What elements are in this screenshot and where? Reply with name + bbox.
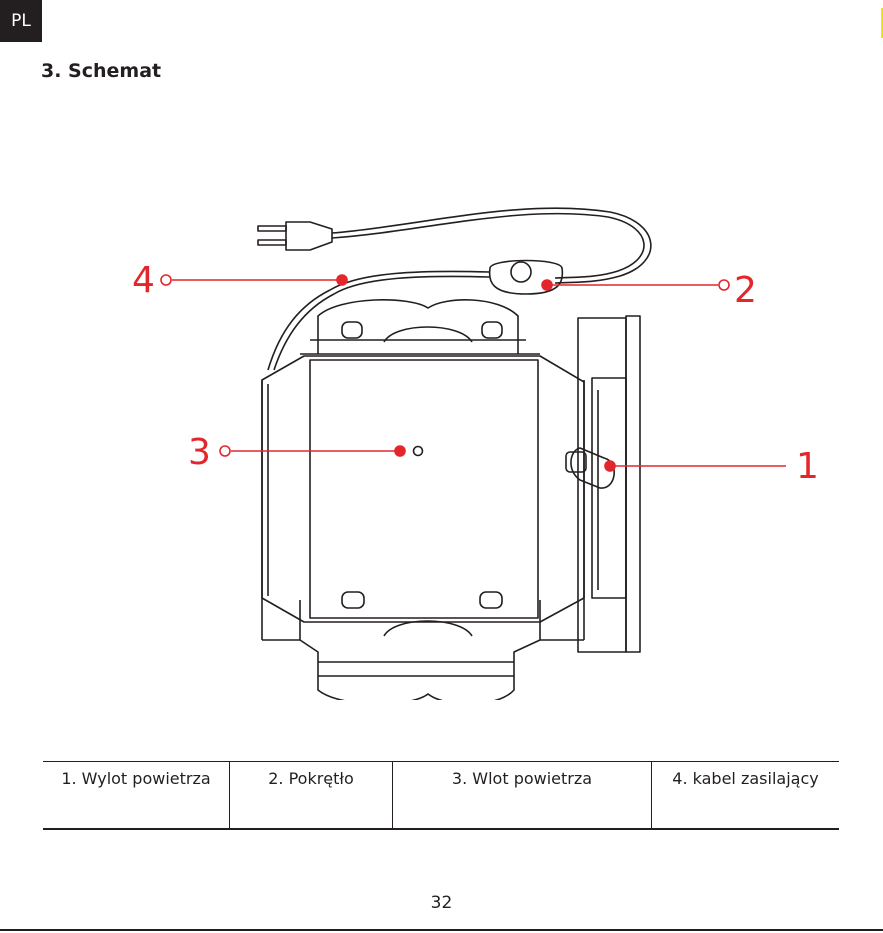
footer-rule — [0, 929, 883, 931]
callout-number-1: 1 — [796, 446, 819, 487]
legend-cell-2: 2. Pokrętło — [230, 762, 393, 830]
legend-cell-4: 4. kabel zasilający — [652, 762, 840, 830]
page-number: 32 — [0, 893, 883, 913]
callout-number-2: 2 — [734, 270, 757, 311]
callout-number-3: 3 — [188, 432, 211, 473]
legend-cell-1: 1. Wylot powietrza — [43, 762, 230, 830]
power-cable — [268, 208, 651, 370]
callout-leader-3 — [220, 446, 405, 456]
callout-leader-4 — [161, 275, 347, 285]
callout-leader-1 — [605, 461, 786, 471]
section-title: 3. Schemat — [41, 60, 161, 82]
table-row: 1. Wylot powietrza 2. Pokrętło 3. Wlot p… — [43, 762, 839, 830]
pump-main-body — [262, 356, 584, 640]
callout-number-4: 4 — [132, 260, 155, 301]
pump-rear-panel — [578, 316, 640, 652]
callout-leader-2 — [542, 280, 729, 290]
parts-legend-table: 1. Wylot powietrza 2. Pokrętło 3. Wlot p… — [43, 761, 839, 830]
top-cylinder-block — [300, 300, 540, 354]
legend-cell-3: 3. Wlot powietrza — [393, 762, 652, 830]
air-pump-diagram: 4 2 3 1 — [0, 180, 883, 700]
knob-switch — [490, 261, 563, 295]
language-badge: PL — [0, 0, 42, 42]
power-plug — [258, 222, 332, 250]
